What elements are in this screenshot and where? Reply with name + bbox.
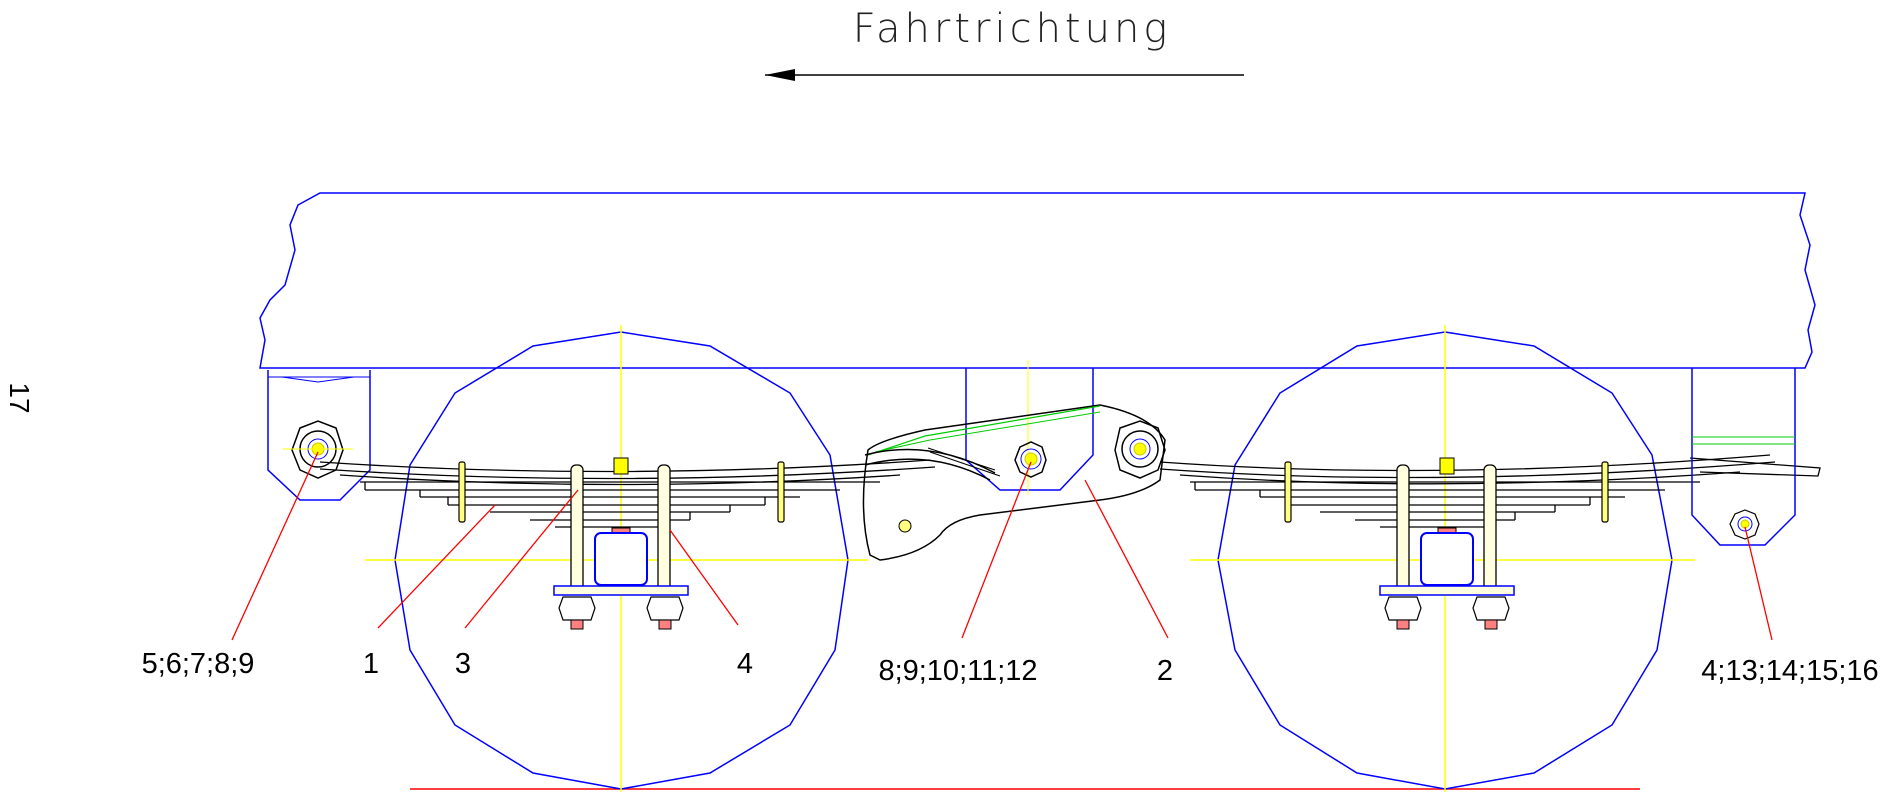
rear-spring-eye — [1114, 420, 1166, 479]
part-label: 1 — [363, 648, 379, 680]
part-label: 2 — [1157, 655, 1173, 687]
rear-hanger-bracket — [1691, 368, 1796, 546]
part-label: 8;9;10;11;12 — [878, 655, 1037, 687]
page-number: 17 — [4, 382, 35, 413]
front-hanger-bracket — [267, 370, 371, 501]
direction-label: Fahrtrichtung — [853, 6, 1172, 52]
spring-clip-icon — [1284, 461, 1292, 523]
direction-arrow — [765, 69, 1244, 81]
leader-lines — [231, 451, 1773, 641]
front-leaf-spring — [319, 459, 936, 528]
rear-leaf-spring — [1159, 454, 1821, 528]
rocker-arm — [862, 404, 1166, 561]
frame-rail — [259, 192, 1816, 369]
rear-u-bolt-assembly — [1379, 457, 1515, 630]
center-hanger-bracket — [965, 360, 1094, 495]
part-label: 3 — [455, 648, 471, 680]
part-label: 4;13;14;15;16 — [1701, 655, 1878, 687]
spring-clip-icon — [458, 461, 466, 523]
part-label: 4 — [737, 648, 753, 680]
part-label: 5;6;7;8;9 — [142, 648, 255, 680]
spring-clip-icon — [777, 461, 785, 523]
spring-clip-icon — [1601, 461, 1609, 523]
front-u-bolt-assembly — [553, 457, 689, 630]
front-spring-eye — [283, 420, 353, 479]
